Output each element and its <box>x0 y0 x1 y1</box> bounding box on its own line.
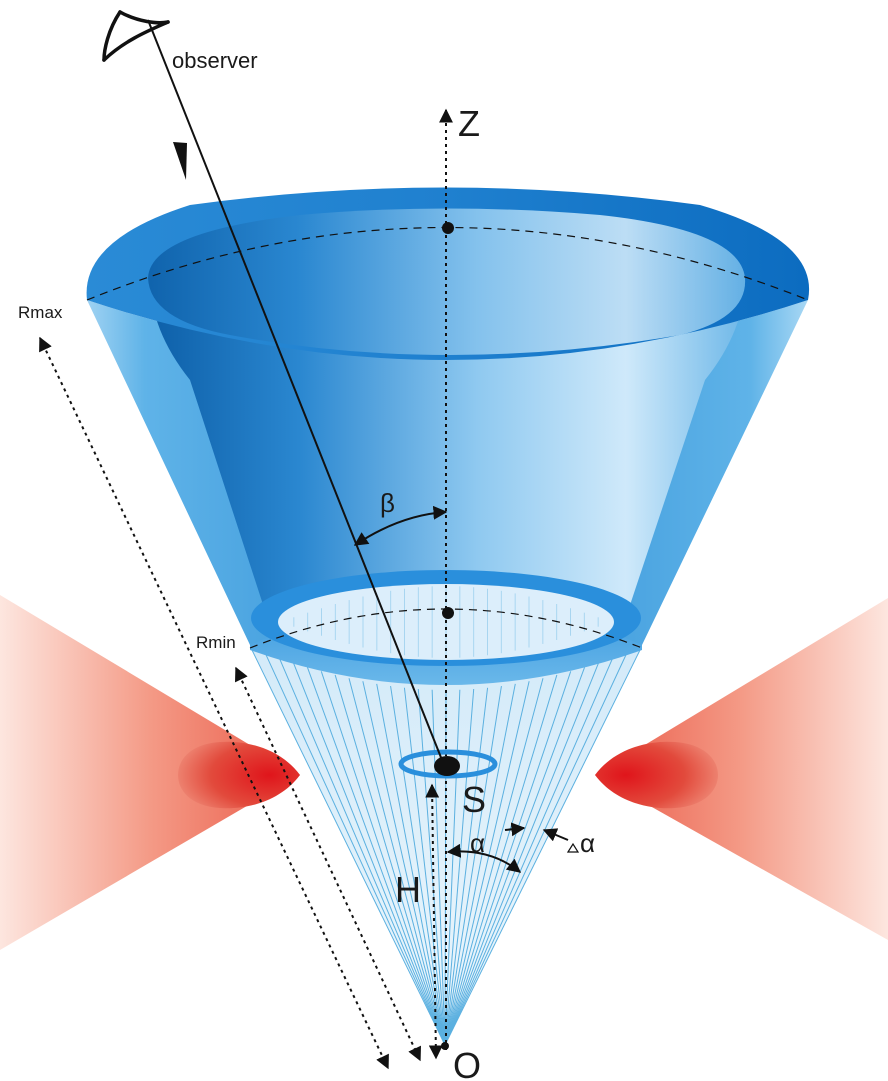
rmin-label: Rmin <box>196 633 236 652</box>
delta-triangle-icon <box>566 842 580 853</box>
cone-ray <box>444 654 627 1046</box>
cone-ray <box>444 663 599 1046</box>
source-label: S <box>462 779 486 820</box>
lower-center-point <box>442 607 454 619</box>
origin-label: O <box>453 1045 481 1081</box>
top-center-point <box>442 222 454 234</box>
observer-label: observer <box>172 48 258 73</box>
delta-alpha-arrow-left <box>504 822 526 837</box>
delta-alpha-arrow-right <box>542 828 569 842</box>
cone-ray <box>444 649 641 1046</box>
delta-alpha-label: α <box>566 828 595 858</box>
cone-ray <box>444 658 613 1046</box>
line-of-sight-arrowhead <box>173 142 187 180</box>
alpha-label: α <box>470 828 485 858</box>
source-point <box>434 756 460 776</box>
rmax-label: Rmax <box>18 303 63 322</box>
z-axis-label: Z <box>458 103 480 144</box>
alpha-angle-arc <box>446 843 522 873</box>
disk-right-wedge <box>595 598 888 940</box>
origin-point <box>441 1042 449 1050</box>
observer-eye-icon <box>102 10 170 62</box>
beta-label: β <box>380 488 395 518</box>
delta-alpha-symbol: α <box>580 828 595 858</box>
cone-top-opening <box>148 208 746 355</box>
disk-left-core <box>178 741 300 809</box>
rmin-dimension-arrow <box>235 666 421 1062</box>
disk-right-core <box>595 741 718 809</box>
height-label: H <box>395 869 421 910</box>
